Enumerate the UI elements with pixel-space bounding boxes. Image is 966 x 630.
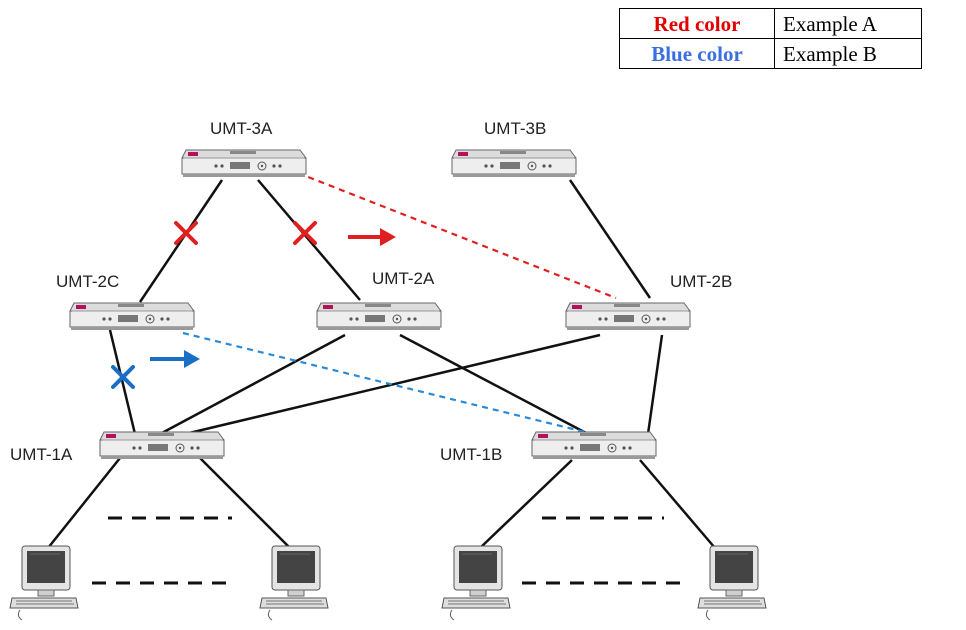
ellipsis-lines [92, 516, 690, 585]
link-2a-1a [159, 333, 346, 436]
label-umt3b: UMT-3B [484, 119, 546, 138]
computer-3 [441, 545, 511, 621]
link-3a-2a [257, 179, 361, 301]
computer-2 [259, 545, 329, 621]
link-2a-1b [399, 333, 589, 436]
link-1a-pc1 [47, 457, 121, 549]
link-2b-1b [646, 334, 664, 435]
blue-dashed-path [182, 331, 586, 434]
label-umt2b: UMT-2B [670, 272, 732, 291]
device-umt3a [181, 149, 307, 178]
legend-row-red: Red color Example A [619, 8, 922, 39]
legend-key-red: Red color [619, 8, 775, 39]
device-umt3b [451, 149, 577, 178]
device-umt1b [531, 431, 657, 460]
label-umt3a: UMT-3A [210, 119, 273, 138]
link-3a-2c [138, 179, 224, 303]
red-x-3a-2c [174, 221, 198, 245]
link-1b-pc4 [639, 459, 716, 549]
label-umt1b: UMT-1B [440, 445, 502, 464]
links [47, 179, 716, 549]
label-umt2c: UMT-2C [56, 272, 119, 291]
blue-arrow [150, 350, 200, 368]
link-3b-2b [568, 179, 652, 299]
computer-4 [697, 545, 767, 621]
link-2c-1a [108, 329, 137, 435]
legend-table: Red color Example A Blue color Example B [619, 8, 922, 69]
link-2b-1a [184, 333, 601, 436]
device-umt2b [565, 302, 691, 331]
red-x-3a-2a [293, 221, 317, 245]
red-arrow [348, 228, 396, 246]
computer-1 [9, 545, 79, 621]
red-x-marks [174, 221, 317, 245]
device-umt1a [99, 431, 225, 460]
red-dashed-path [297, 171, 617, 300]
device-umt2c [69, 302, 195, 331]
label-umt2a: UMT-2A [372, 269, 435, 288]
legend-value-red: Example A [774, 8, 922, 39]
device-umt2a [316, 302, 442, 331]
legend-key-blue: Blue color [619, 38, 775, 69]
legend-row-blue: Blue color Example B [619, 38, 922, 69]
legend-value-blue: Example B [774, 38, 922, 69]
link-1b-pc3 [479, 459, 573, 549]
blue-x-2c-1a [111, 365, 135, 389]
label-umt1a: UMT-1A [10, 445, 73, 464]
link-1a-pc2 [199, 457, 291, 549]
